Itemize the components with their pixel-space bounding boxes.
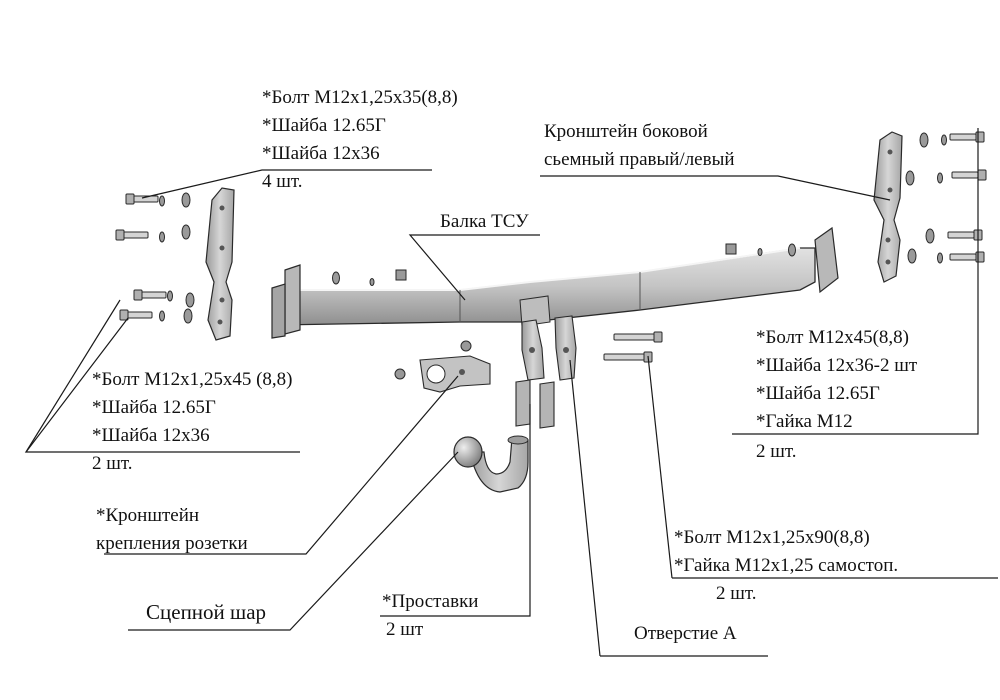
left-side-bracket — [205, 187, 235, 341]
label-line: *Шайба 12.65Г — [756, 383, 880, 404]
label-line: Балка ТСУ — [440, 211, 529, 232]
label-line: *Болт М12х45(8,8) — [756, 327, 909, 348]
label-line: 2 шт. — [92, 453, 133, 474]
label-hole-a: Отверстие А — [634, 620, 737, 648]
center-brackets — [521, 315, 577, 381]
label-line: *Болт М12х1,25х90(8,8) — [674, 527, 870, 548]
label-line: *Гайка М12х1,25 самостоп. — [674, 555, 899, 576]
label-line: *Шайба 12х36 — [92, 425, 210, 446]
label-line: *Шайба 12.65Г — [92, 397, 216, 418]
label-line: сьемный правый/левый — [544, 149, 735, 170]
label-side-bracket: Кронштейн боковой сьемный правый/левый — [544, 118, 735, 174]
label-beam: Балка ТСУ — [440, 208, 529, 236]
leader-lines — [24, 128, 998, 657]
spacers — [515, 379, 555, 429]
label-line: *Кронштейн — [96, 505, 200, 526]
label-line: 2 шт — [386, 619, 424, 640]
middle-bolts — [603, 331, 663, 363]
label-socket-bracket: *Кронштейн крепления розетки — [96, 502, 248, 558]
label-line: крепления розетки — [96, 533, 248, 554]
label-line: Сцепной шар — [146, 600, 267, 624]
label-line: 2 шт. — [716, 583, 757, 604]
label-line: Отверстие А — [634, 623, 737, 644]
label-bolt-right: *Болт М12х45(8,8) *Шайба 12х36-2 шт *Шай… — [756, 324, 917, 466]
tow-beam — [271, 226, 839, 339]
label-spacers: *Проставки 2 шт — [382, 588, 478, 644]
label-line: *Болт М12х1,25х35(8,8) — [262, 87, 458, 108]
label-tow-ball: Сцепной шар — [146, 598, 266, 626]
label-bolt-left: *Болт М12х1,25х45 (8,8) *Шайба 12.65Г *Ш… — [92, 366, 293, 478]
label-line: *Шайба 12х36-2 шт — [756, 355, 918, 376]
label-line: *Гайка М12 — [756, 411, 853, 432]
label-line: 2 шт. — [756, 441, 797, 462]
label-line: 4 шт. — [262, 171, 303, 192]
beam-fasteners — [332, 243, 796, 286]
label-line: *Шайба 12х36 — [262, 143, 380, 164]
label-line: Кронштейн боковой — [544, 121, 708, 142]
label-bolt-bottom: *Болт М12х1,25х90(8,8) *Гайка М12х1,25 с… — [674, 524, 898, 608]
left-hardware — [115, 192, 195, 324]
label-line: *Проставки — [382, 591, 479, 612]
socket-bracket — [394, 340, 491, 393]
tow-ball — [453, 435, 529, 493]
label-bolt-top-left: *Болт М12х1,25х35(8,8) *Шайба 12.65Г *Ша… — [262, 84, 458, 196]
right-side-bracket — [873, 131, 903, 283]
label-line: *Болт М12х1,25х45 (8,8) — [92, 369, 293, 390]
right-hardware — [905, 131, 987, 264]
label-line: *Шайба 12.65Г — [262, 115, 386, 136]
